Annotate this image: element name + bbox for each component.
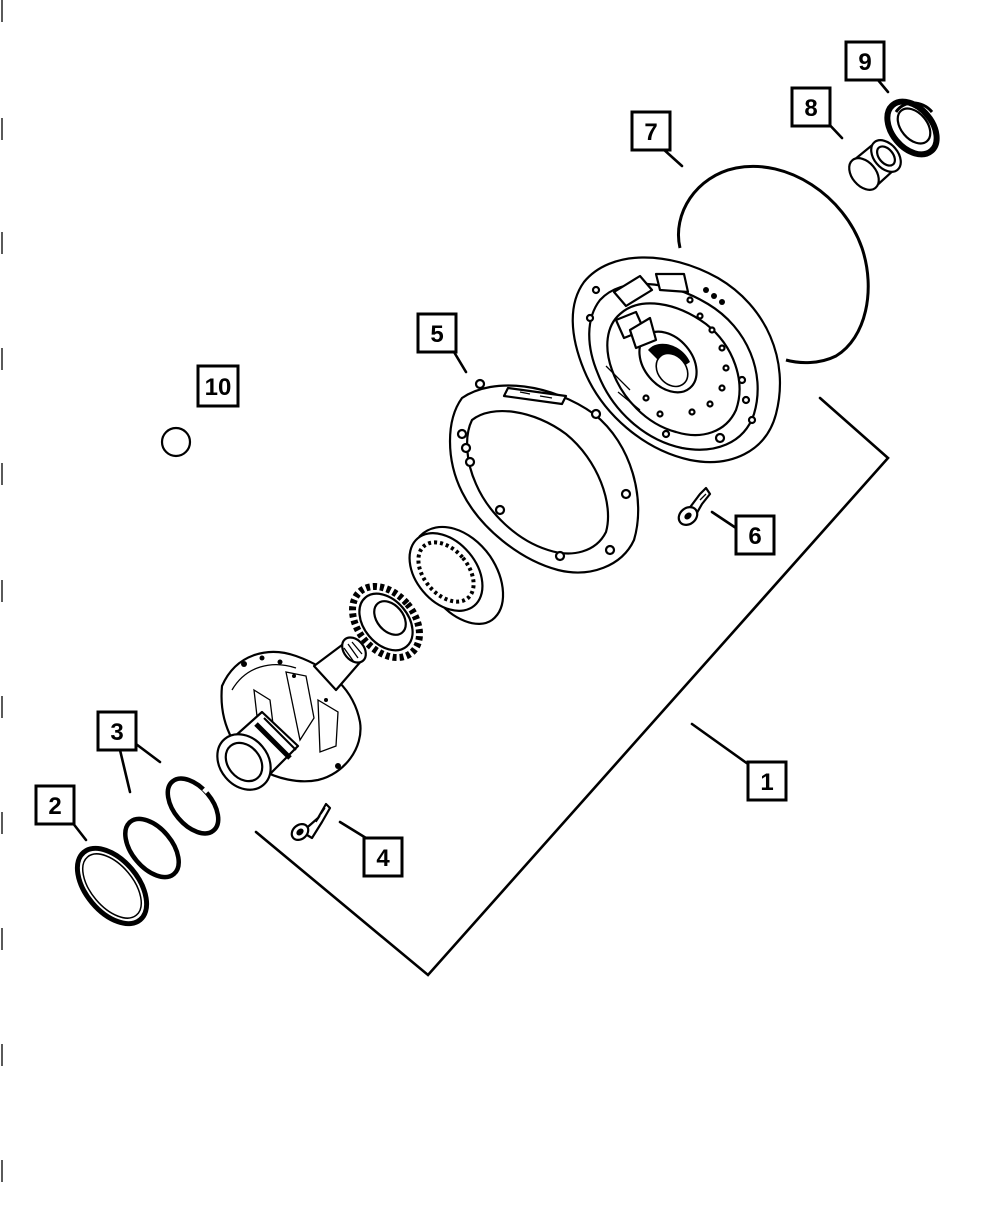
- seal-ring-part: [74, 845, 150, 927]
- pump-housing-part: [571, 256, 782, 464]
- sealing-rings-part: [123, 776, 221, 880]
- callout-4: 4: [362, 836, 404, 878]
- callout-label: 10: [205, 374, 232, 401]
- callout-1: 1: [746, 760, 788, 802]
- gasket-part: [448, 378, 640, 574]
- pump-body-part: [216, 636, 367, 791]
- callout-label: 8: [804, 95, 817, 122]
- bolt-part-6: [677, 486, 712, 526]
- callout-label: 1: [760, 769, 773, 796]
- assembly-bracket: [254, 396, 890, 977]
- callout-2: 2: [34, 784, 76, 826]
- outer-gear-part: [408, 525, 505, 625]
- oil-seal-part: [884, 98, 940, 158]
- callout-label: 2: [48, 793, 61, 820]
- callout-label: 9: [858, 49, 871, 76]
- callout-label: 5: [430, 321, 443, 348]
- callout-10: 10: [196, 364, 240, 408]
- callout-6: 6: [734, 514, 776, 556]
- callout-3: 3: [96, 710, 138, 752]
- callout-label: 6: [748, 523, 761, 550]
- bolt-part-4: [290, 802, 332, 841]
- callout-label: 7: [644, 119, 657, 146]
- o-ring-part: [677, 165, 870, 365]
- bushing-part: [848, 139, 902, 191]
- callout-label: 3: [110, 719, 123, 746]
- inner-gear-part: [349, 582, 423, 662]
- callout-5: 5: [416, 312, 458, 354]
- callout-7: 7: [630, 110, 672, 152]
- callout-label: 4: [376, 845, 390, 872]
- callout-8: 8: [790, 86, 832, 128]
- check-ball-part: [160, 426, 192, 458]
- callout-9: 9: [844, 40, 886, 82]
